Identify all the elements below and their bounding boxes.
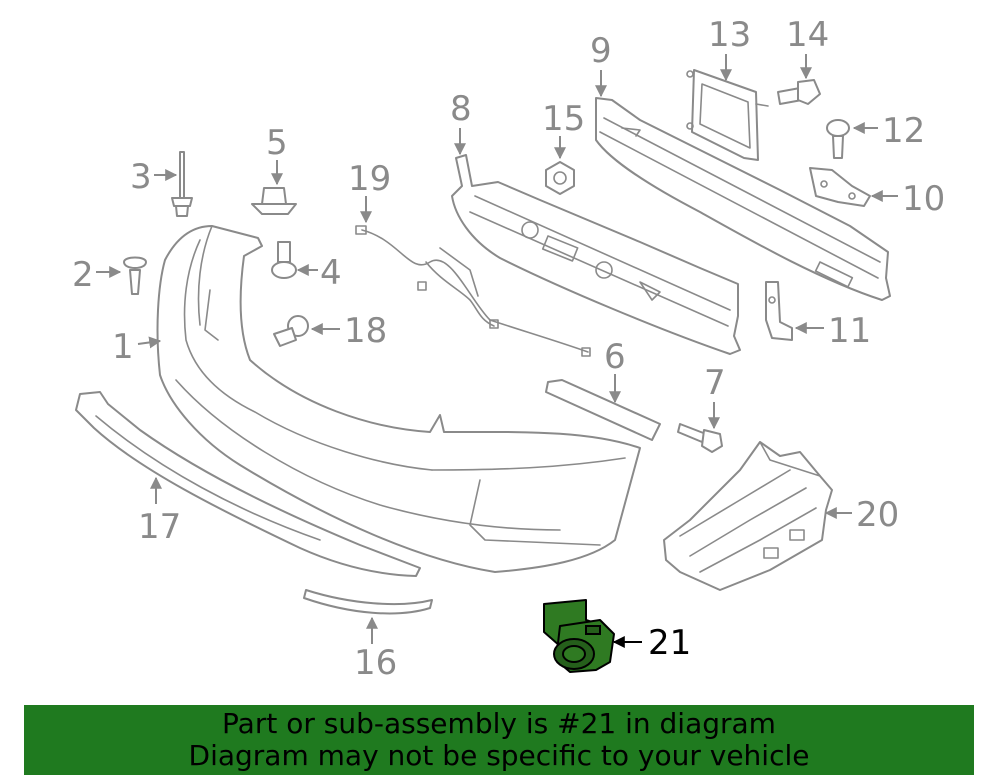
- callout-16: 16: [354, 616, 397, 683]
- callout-1: 1: [112, 327, 162, 367]
- callout-12: 12: [852, 111, 925, 151]
- part-4-screw: [271, 241, 297, 279]
- callout-14: 14: [786, 15, 829, 80]
- part-11-bracket: [765, 281, 793, 341]
- callout-21: 21: [612, 623, 691, 663]
- callout-3: 3: [130, 157, 178, 197]
- callout-7: 7: [704, 363, 726, 430]
- callout-13-label: 13: [708, 15, 751, 55]
- callout-20: 20: [824, 495, 899, 535]
- callout-8: 8: [450, 89, 472, 156]
- part-12-screw: [826, 119, 850, 159]
- part-15-nut: [545, 161, 575, 195]
- callout-12-label: 12: [882, 111, 925, 151]
- callout-9: 9: [590, 31, 612, 98]
- part-8-energy-absorber: [451, 154, 741, 355]
- callout-18: 18: [310, 311, 387, 351]
- parts-diagram: 1 2 3 4 5 6: [72, 15, 945, 683]
- callout-11: 11: [794, 311, 871, 351]
- part-20-undertray-shield: [663, 441, 833, 591]
- part-6-trim-strip: [545, 379, 661, 441]
- callout-15: 15: [542, 99, 585, 160]
- part-7-bolt: [677, 423, 723, 453]
- callout-10-label: 10: [902, 179, 945, 219]
- part-5-clip-nut: [251, 187, 297, 215]
- callout-19-label: 19: [348, 159, 391, 199]
- callout-19: 19: [348, 159, 391, 224]
- info-banner: Part or sub-assembly is #21 in diagram D…: [24, 705, 974, 775]
- part-3-pin: [171, 151, 193, 217]
- callout-21-label: 21: [648, 623, 691, 663]
- part-10-bracket: [809, 167, 871, 207]
- callout-2-label: 2: [72, 255, 94, 295]
- callout-20-label: 20: [856, 495, 899, 535]
- callout-1-label: 1: [112, 327, 134, 367]
- part-1-bumper-cover: [156, 225, 641, 573]
- callout-6: 6: [604, 337, 626, 404]
- part-19-wiring-harness: [355, 225, 591, 357]
- part-16-reflector-strip: [303, 589, 433, 615]
- callout-7-label: 7: [704, 363, 726, 403]
- banner-line-1: Part or sub-assembly is #21 in diagram: [222, 707, 776, 740]
- callout-11-label: 11: [828, 311, 871, 351]
- callout-3-label: 3: [130, 157, 152, 197]
- callout-15-label: 15: [542, 99, 585, 139]
- callout-16-label: 16: [354, 643, 397, 683]
- callout-5-label: 5: [266, 123, 288, 163]
- part-17-lower-diffuser: [75, 391, 421, 577]
- part-18-screw: [273, 315, 309, 347]
- callout-6-label: 6: [604, 337, 626, 377]
- callout-8-label: 8: [450, 89, 472, 129]
- callout-2: 2: [72, 255, 122, 295]
- part-21-parking-sensor: [543, 599, 615, 673]
- callout-14-label: 14: [786, 15, 829, 55]
- callout-18-label: 18: [344, 311, 387, 351]
- callout-10: 10: [870, 179, 945, 219]
- callout-4-label: 4: [320, 253, 342, 293]
- part-14-bolt: [777, 79, 821, 105]
- banner-line-2: Diagram may not be specific to your vehi…: [188, 739, 810, 772]
- part-9-reinforcement-beam: [595, 97, 891, 301]
- callout-5: 5: [266, 123, 288, 186]
- part-2-push-clip: [123, 256, 147, 295]
- callout-17-label: 17: [138, 507, 181, 547]
- callout-17: 17: [138, 476, 181, 547]
- callout-4: 4: [296, 253, 342, 293]
- part-13-mounting-frame: [686, 69, 769, 161]
- callout-13: 13: [708, 15, 751, 82]
- callout-9-label: 9: [590, 31, 612, 71]
